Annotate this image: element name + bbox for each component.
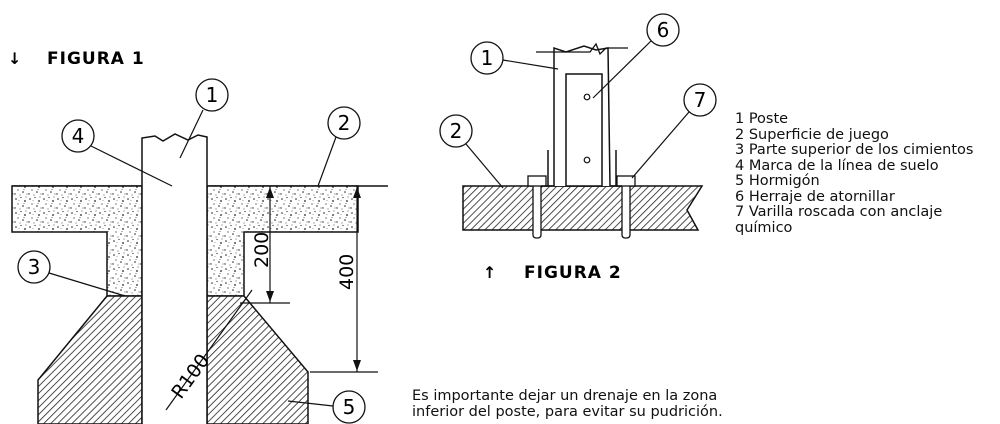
callout-1-label: 1 [206, 83, 219, 107]
callout-3-label: 3 [28, 255, 41, 279]
callout-5-label: 5 [343, 395, 356, 419]
fig2-callout-2-leader [465, 143, 504, 189]
callout-3-leader [48, 272, 126, 297]
dimension-400-label: 400 [336, 254, 358, 290]
surface-base [462, 185, 704, 231]
dimension-400-arrow-top [353, 187, 361, 198]
fig2-callout-2-label: 2 [450, 119, 463, 143]
legend: 1 Poste 2 Superficie de juego 3 Parte su… [735, 111, 997, 236]
legend-item: 4 Marca de la línea de suelo [735, 157, 939, 174]
fig2-callout-7-leader [631, 111, 690, 179]
figure-2: 1 6 7 2 ↑ FIGURA 2 [439, 13, 717, 283]
legend-item: 3 Parte superior de los cimientos [735, 142, 974, 158]
legend-item: 6 Herraje de atornillar [735, 188, 895, 205]
figure-1-title: FIGURA 1 [47, 49, 145, 69]
down-arrow-icon: ↓ [8, 49, 21, 68]
legend-item: 5 Hormigón [735, 173, 820, 189]
dimension-400-arrow-bottom [353, 360, 361, 371]
legend-item: 2 Superficie de juego [735, 126, 889, 143]
callout-1 [195, 78, 229, 112]
bracket-hole-bottom [583, 156, 591, 164]
figure-2-title: FIGURA 2 [524, 263, 622, 283]
callout-4-leader [90, 145, 173, 187]
nut-left [527, 175, 547, 187]
bracket-hole-top [583, 93, 591, 101]
concrete-footing-right [206, 295, 309, 424]
post-break-mark [536, 42, 628, 56]
bracket-plate [565, 73, 603, 187]
fig2-callout-1-label: 1 [481, 46, 494, 70]
dimension-200-label: 200 [251, 232, 273, 268]
up-arrow-icon: ↑ [483, 263, 496, 282]
fig2-callout-7 [683, 83, 717, 117]
post [141, 133, 208, 424]
note-line: inferior del poste, para evitar su pudri… [412, 403, 723, 420]
callout-1-leader [179, 109, 204, 159]
concrete-footing-left [37, 295, 143, 424]
callout-4 [61, 119, 95, 153]
callout-5-leader [287, 400, 334, 407]
fig2-callout-1 [470, 41, 504, 75]
callout-4-label: 4 [72, 124, 85, 148]
callout-2 [327, 106, 361, 140]
note-line: Es importante dejar un drenaje en la zon… [412, 388, 718, 404]
fig2-callout-2 [439, 114, 473, 148]
threaded-rod-left [532, 177, 542, 239]
fig2-callout-6-label: 6 [657, 18, 670, 42]
dimension-200-arrow-bottom [266, 291, 274, 302]
figure-1: ↓ FIGURA 1 1 4 2 3 5 [8, 49, 388, 424]
callout-3 [17, 250, 51, 284]
legend-item: 1 Poste [735, 111, 789, 127]
legend-item: 7 Varilla roscada con anclaje químico [735, 204, 943, 236]
fig2-callout-1-leader [502, 59, 559, 70]
radius-leader [165, 289, 253, 411]
callout-5 [332, 390, 366, 424]
fig2-callout-6 [646, 13, 680, 47]
dimension-200-arrow-top [266, 187, 274, 198]
drainage-note: Es importante dejar un drenaje en la zon… [412, 388, 832, 420]
callout-2-leader [317, 136, 337, 187]
nut-right [616, 175, 636, 187]
fig2-callout-7-label: 7 [694, 88, 707, 112]
fig2-callout-6-leader [592, 40, 652, 99]
threaded-rod-right [621, 177, 631, 239]
callout-2-label: 2 [338, 111, 351, 135]
